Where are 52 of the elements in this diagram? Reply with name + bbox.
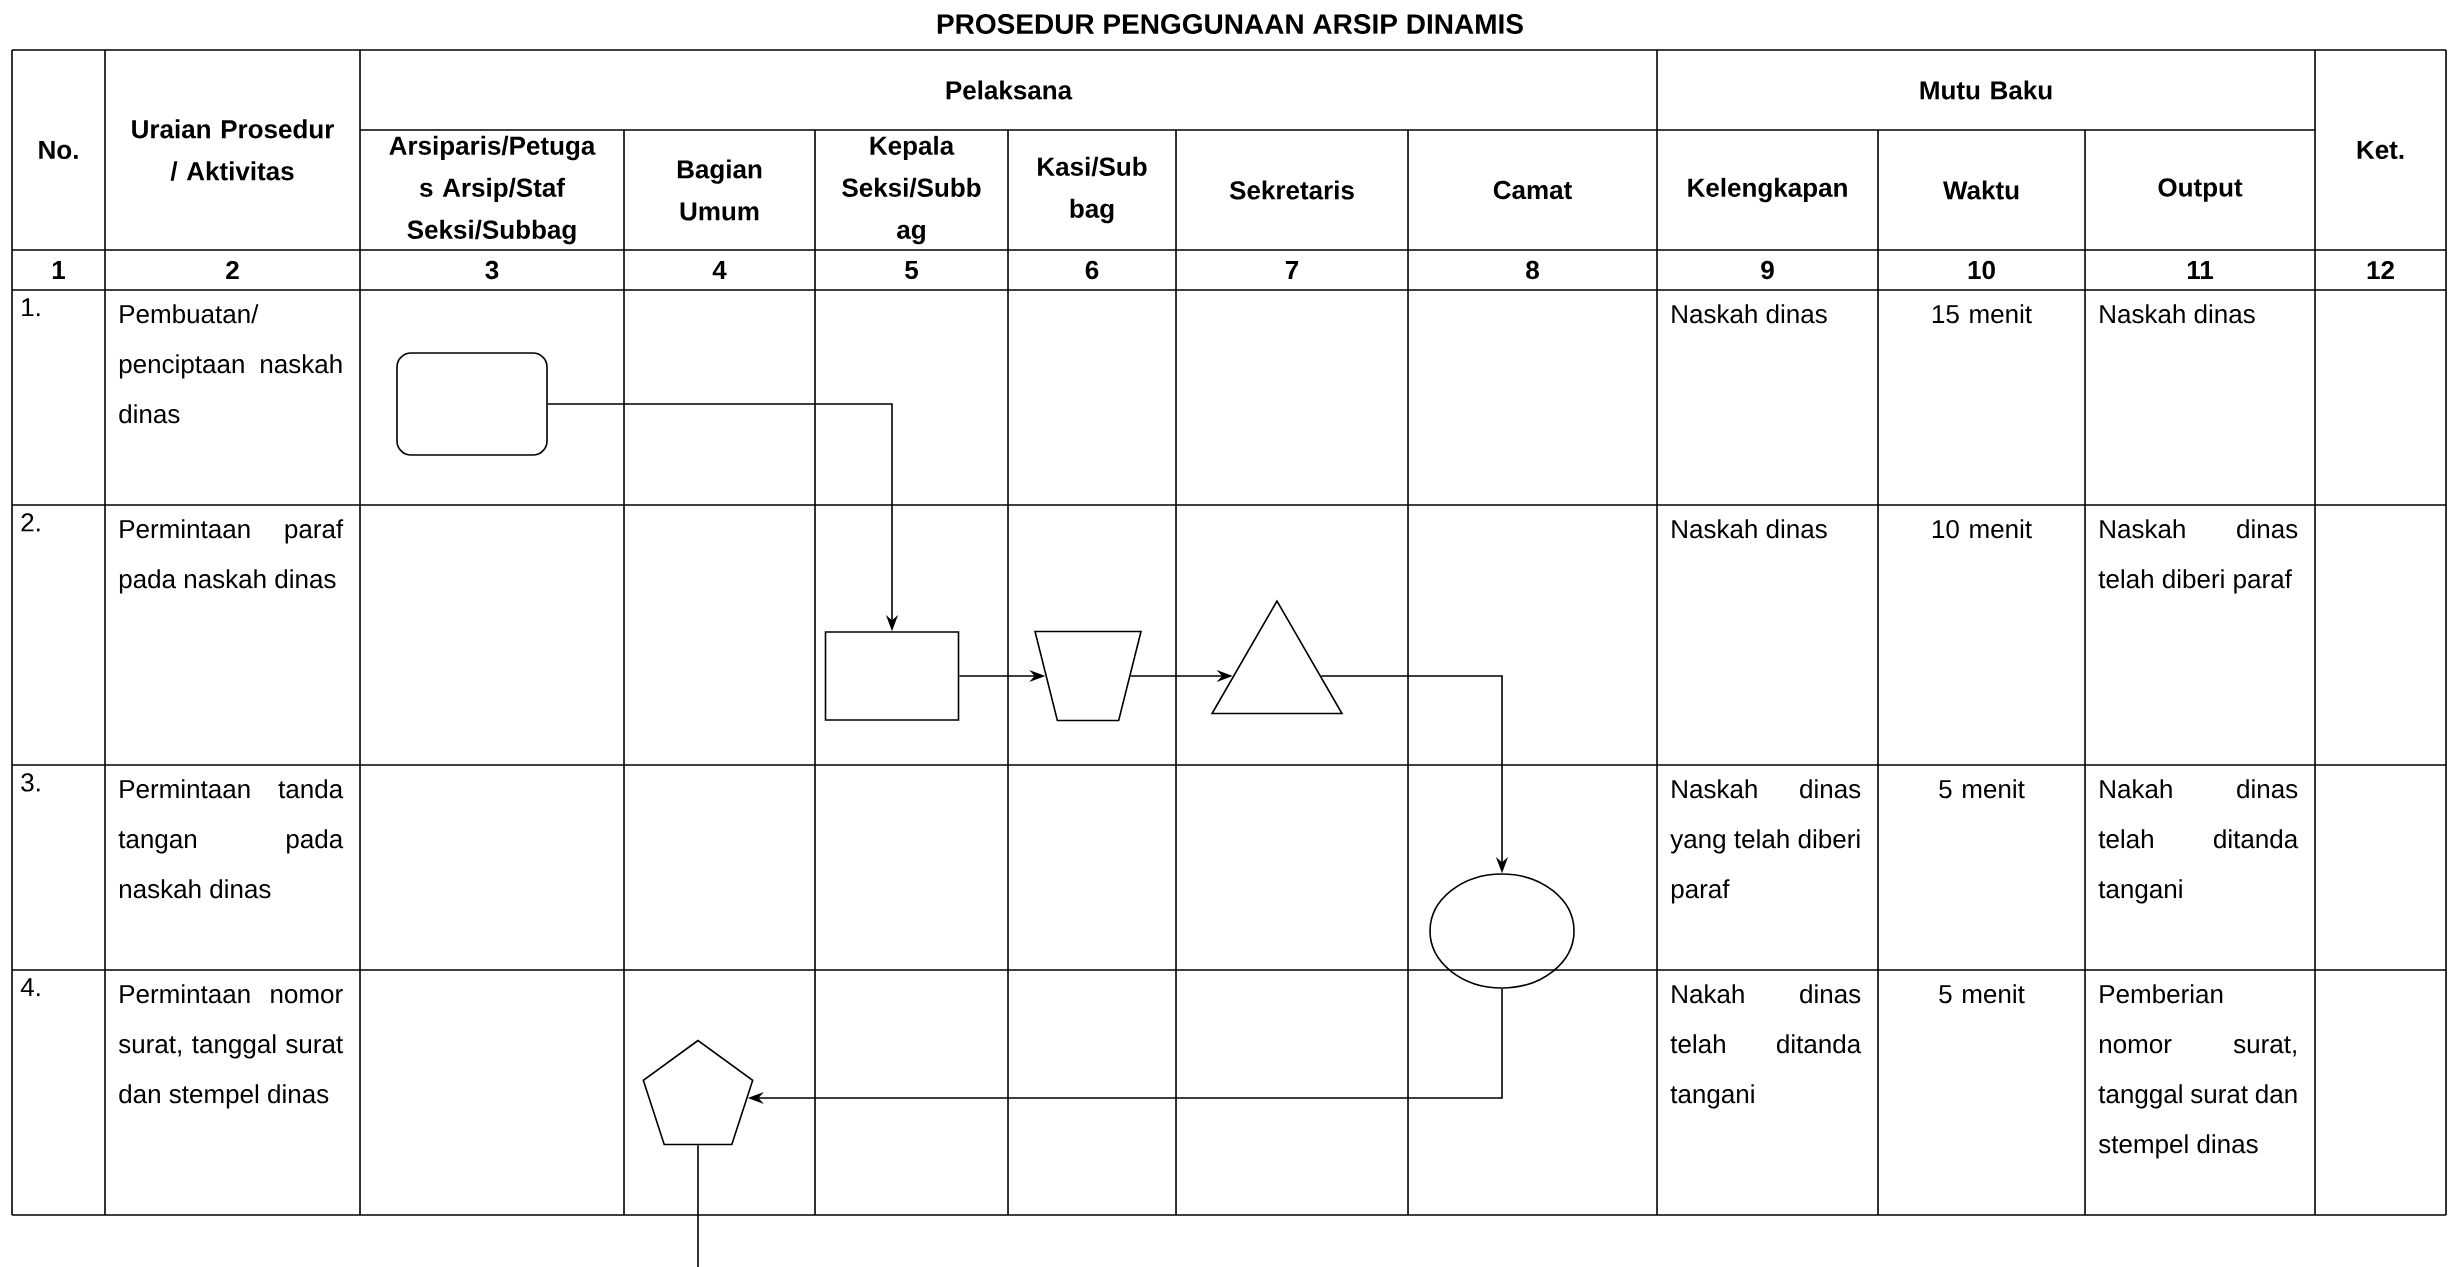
column-header: Kelengkapan [1688,177,1847,203]
column-header: Ket. [2357,140,2404,160]
column-header: Kasi/Sub bag [1038,156,1147,224]
table-cell: Nakah dinas telah ditanda tangani [1670,984,1862,1109]
column-header: Sekretaris [1229,180,1354,200]
row-number: 3. [21,773,40,792]
column-number: 4 [712,261,727,279]
column-header: Output [2158,178,2243,202]
table-cell: Permintaan tanda tangan pada naskah dinas [118,779,344,899]
column-header: Mutu Baku [1920,80,2052,100]
column-header: Arsiparis/Petuga s Arsip/Staf Seksi/Subbag [389,135,596,245]
pentagon-symbol [642,1039,754,1146]
process-box [396,352,548,456]
column-number: 12 [2367,260,2394,280]
table-cell: 5 menit [1939,779,2025,799]
row-number: 1. [22,298,40,317]
column-number: 1 [52,261,65,279]
table-cell: Pembuatan/ penciptaan naskah dinas [119,304,342,424]
column-number: 6 [1085,260,1099,280]
circle-symbol [1429,873,1575,989]
column-number: 11 [2187,261,2214,279]
table-cell: Naskah dinas [1672,519,1827,539]
table-cell: Naskah dinas [1672,304,1827,324]
table-cell: Pemberian nomor surat, tanggal surat dan stempel dinas [2098,984,2297,1159]
table-cell: Nakah dinas telah ditanda tangani [2098,779,2299,904]
table-cell: 15 menit [1932,304,2032,324]
trapezoid-symbol [1034,630,1142,722]
row-number: 4. [20,978,40,997]
column-header: No. [39,140,78,160]
table-cell: Permintaan nomor surat, tanggal surat dan stempel dinas [118,984,343,1109]
table-cell: Permintaan paraf pada naskah dinas [119,519,344,594]
column-number: 9 [1761,260,1774,280]
process-box [824,631,960,721]
column-number: 5 [905,260,918,280]
column-number: 8 [1526,260,1539,280]
table-cell: 10 menit [1932,519,2032,539]
column-number: 3 [485,260,499,280]
table-cell: 5 menit [1939,984,2025,1004]
row-number: 2. [21,513,40,532]
column-header: Pelaksana [946,80,1073,100]
column-header: Waktu [1943,180,2019,200]
column-number: 7 [1285,261,1299,279]
table-cell: Naskah dinas yang telah diberi paraf [1670,779,1861,904]
title: PROSEDUR PENGGUNAAN ARSIP DINAMIS [937,14,1523,34]
table-cell: Naskah dinas telah diberi paraf [2098,519,2298,594]
column-header: Uraian Prosedur / Aktivitas [132,119,334,181]
column-header: Kepala Seksi/Subb ag [842,135,981,245]
column-number: 2 [226,260,239,280]
table-cell: Naskah dinas [2100,304,2255,324]
column-header: Bagian Umum [677,159,762,221]
column-number: 10 [1968,260,1995,280]
column-header: Camat [1493,180,1572,200]
